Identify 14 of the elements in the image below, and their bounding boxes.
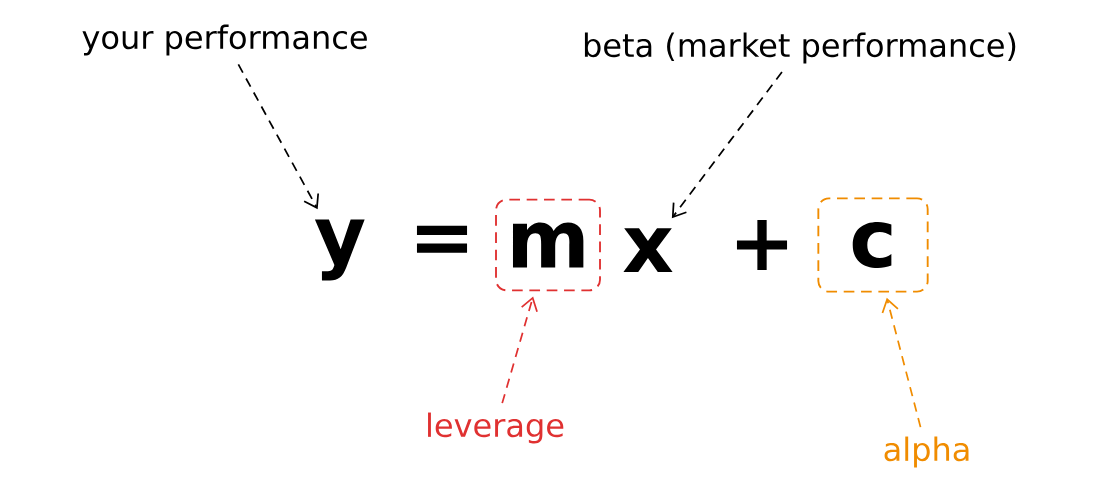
equation-symbol: x xyxy=(623,228,673,272)
arrow xyxy=(881,297,922,428)
annotation-text: alpha xyxy=(884,436,969,468)
equation-symbol: = xyxy=(416,225,468,253)
annotation-text: beta (market performance) xyxy=(584,32,1016,64)
equation-symbol: y xyxy=(314,219,365,281)
equation-symbol: + xyxy=(736,219,788,271)
annotation-text: your performance xyxy=(82,24,367,56)
arrow xyxy=(501,296,538,404)
arrow xyxy=(671,71,783,219)
dashed-box: c xyxy=(817,197,929,293)
arrow xyxy=(237,63,320,210)
dashed-box: m xyxy=(495,198,601,292)
annotation-text: leverage xyxy=(428,412,564,444)
